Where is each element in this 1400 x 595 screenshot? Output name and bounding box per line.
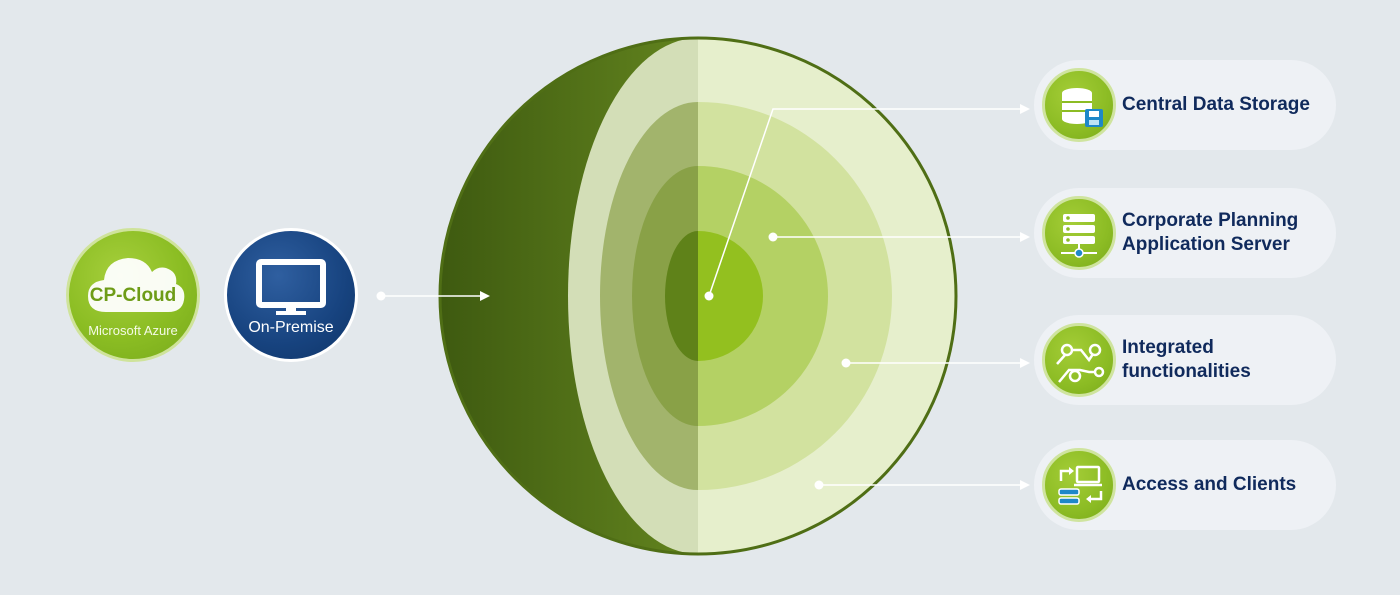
cp-cloud-title: CP-Cloud (89, 285, 177, 306)
pill-application-server[interactable]: Corporate Planning Application Server (1034, 188, 1336, 278)
pill-label-line1: Central Data Storage (1122, 94, 1310, 115)
server-rack-icon (1042, 196, 1116, 270)
layer-core-left (665, 231, 698, 361)
pill-integrated-functionalities[interactable]: Integrated functionalities (1034, 315, 1336, 405)
on-premise-title: On-Premise (248, 319, 334, 336)
pill-label: Integrated functionalities (1122, 315, 1322, 405)
pill-label: Central Data Storage (1122, 60, 1322, 150)
on-premise-badge[interactable]: On-Premise (224, 228, 358, 362)
deployment-connector (376, 291, 490, 301)
client-access-icon (1042, 448, 1116, 522)
pill-label: Access and Clients (1122, 440, 1322, 530)
pill-label-line2: Application Server (1122, 234, 1290, 255)
cp-cloud-badge[interactable]: CP-Cloud Microsoft Azure (66, 228, 200, 362)
pill-label: Corporate Planning Application Server (1122, 188, 1322, 278)
pill-label-line2: functionalities (1122, 361, 1251, 382)
connector-access-clients (814, 480, 1030, 490)
pill-access-clients[interactable]: Access and Clients (1034, 440, 1336, 530)
monitor-icon (256, 259, 326, 315)
pill-central-data-storage[interactable]: Central Data Storage (1034, 60, 1336, 150)
cp-cloud-subtitle: Microsoft Azure (88, 323, 178, 338)
pill-label-line1: Integrated (1122, 337, 1214, 358)
connector-integrated-functionalities (841, 358, 1030, 368)
connector-application-server (768, 232, 1030, 242)
pill-label-line1: Access and Clients (1122, 474, 1297, 495)
layer-core-right (698, 231, 763, 361)
connector-central-data-storage (704, 104, 1030, 301)
pill-label-line1: Corporate Planning (1122, 210, 1299, 231)
cloud-icon (88, 258, 185, 312)
database-save-icon (1042, 68, 1116, 142)
circuit-icon (1042, 323, 1116, 397)
